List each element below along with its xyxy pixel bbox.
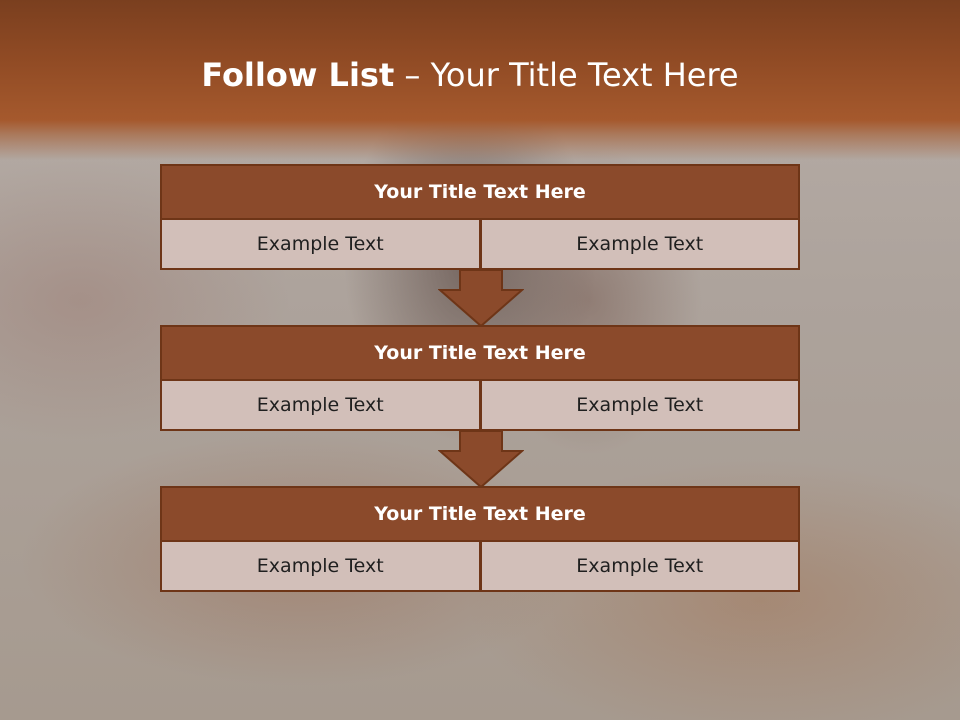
step-title: Your Title Text Here	[160, 486, 800, 542]
down-arrow-icon	[438, 431, 524, 489]
step-title: Your Title Text Here	[160, 164, 800, 220]
step-block: Your Title Text Here Example Text Exampl…	[160, 325, 800, 431]
step-cell: Example Text	[480, 220, 800, 270]
step-cell: Example Text	[480, 381, 800, 431]
step-title: Your Title Text Here	[160, 325, 800, 381]
step-cell: Example Text	[160, 220, 481, 270]
slide-title-bold: Follow List	[201, 56, 395, 94]
step-block: Your Title Text Here Example Text Exampl…	[160, 486, 800, 592]
step-cell: Example Text	[160, 542, 481, 592]
header-band	[0, 0, 960, 160]
slide-title: Follow List – Your Title Text Here	[0, 55, 940, 95]
step-block: Your Title Text Here Example Text Exampl…	[160, 164, 800, 270]
slide-title-rest: – Your Title Text Here	[404, 56, 739, 94]
down-arrow-icon	[438, 270, 524, 328]
step-cell: Example Text	[160, 381, 481, 431]
step-cell: Example Text	[480, 542, 800, 592]
